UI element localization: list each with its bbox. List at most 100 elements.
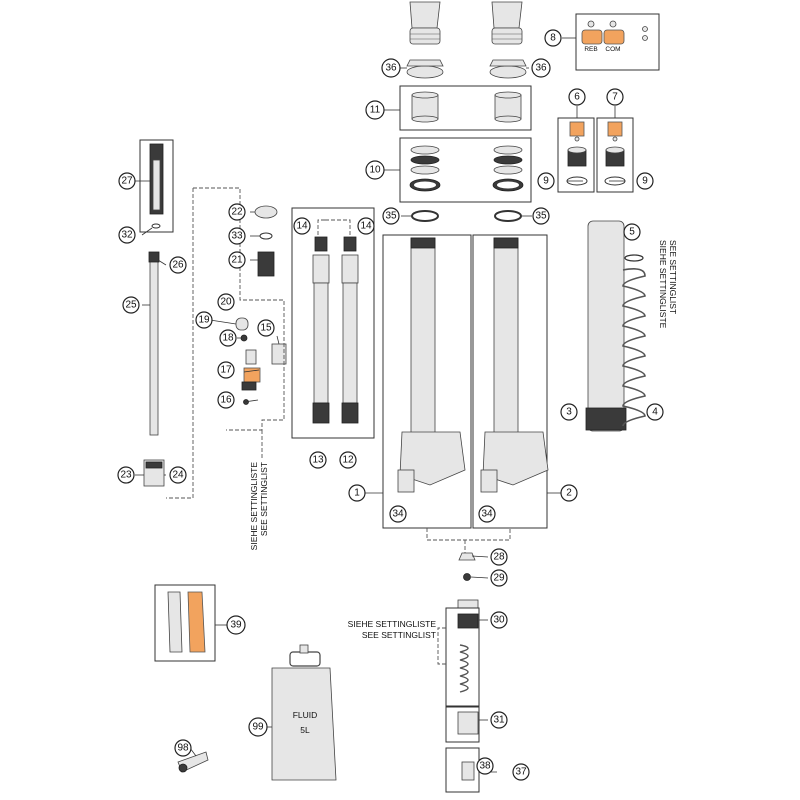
svg-text:9: 9 [642, 176, 648, 187]
svg-text:16: 16 [220, 395, 232, 406]
inner-cartridge-tube [585, 220, 627, 432]
damping-cartridge-left [312, 236, 330, 424]
spring [622, 268, 646, 427]
callout-39: 39 [226, 615, 246, 635]
bushing-left [411, 91, 439, 123]
group-line-setting-bottom [437, 627, 446, 665]
setting-note-right: SIEHE SETTINGLISTE SEE SETTINGLIST [658, 240, 678, 329]
svg-text:13: 13 [312, 455, 324, 466]
svg-text:25: 25 [125, 300, 137, 311]
callout-18: 18 [219, 329, 237, 347]
svg-text:35: 35 [535, 211, 547, 222]
svg-text:12: 12 [342, 455, 354, 466]
callout-26: 26 [169, 256, 187, 274]
callout-36-left: 36 [381, 58, 401, 78]
setting-note-bottom-de: SIEHE SETTINGLISTE [348, 619, 437, 629]
fluid-can [271, 644, 337, 781]
fork-cap-box-left [557, 117, 595, 193]
dust-seal-left [406, 59, 444, 79]
svg-text:17: 17 [220, 365, 232, 376]
callout-13: 13 [309, 451, 327, 469]
svg-text:36: 36 [535, 63, 547, 74]
fork-cap-right [605, 121, 625, 167]
svg-text:26: 26 [172, 260, 184, 271]
group-line-14 [317, 219, 351, 236]
group-line-left [166, 188, 194, 499]
svg-text:34: 34 [481, 509, 493, 520]
callout-15: 15 [257, 319, 275, 337]
spring-washer [624, 254, 644, 262]
callout-10: 10 [365, 160, 385, 180]
small-part-icon [642, 26, 648, 32]
callout-8: 8 [544, 29, 562, 47]
callout-5: 5 [623, 223, 641, 241]
svg-text:22: 22 [231, 207, 243, 218]
callout-2: 2 [560, 484, 578, 502]
callout-22: 22 [228, 203, 246, 221]
outer-tube-right [480, 237, 549, 493]
seal-set-left [409, 145, 441, 192]
tool-o-ring [151, 223, 161, 229]
callout-98: 98 [174, 739, 192, 757]
callout-14-right: 14 [357, 217, 375, 235]
decal-box [154, 584, 216, 662]
outer-tube-box-right [472, 234, 548, 529]
callout-27: 27 [118, 172, 136, 190]
setting-note-left: SIEHE SETTINGLISTE SEE SETTINGLIST [249, 462, 269, 551]
callout-38: 38 [476, 757, 494, 775]
svg-text:2: 2 [566, 488, 572, 499]
svg-text:37: 37 [515, 767, 527, 778]
svg-text:28: 28 [493, 552, 505, 563]
grease-tube [177, 751, 209, 773]
callout-21: 21 [228, 251, 246, 269]
svg-text:15: 15 [260, 323, 272, 334]
callout-16: 16 [217, 391, 235, 409]
svg-text:11: 11 [370, 105, 381, 116]
callout-14-left: 14 [293, 217, 311, 235]
setting-note-bottom-en: SEE SETTINGLIST [362, 630, 436, 640]
tool-box [139, 139, 174, 233]
svg-text:1: 1 [354, 488, 360, 499]
svg-text:6: 6 [574, 92, 580, 103]
callout-37: 37 [512, 763, 530, 781]
bottom-stack-box-upper [445, 607, 480, 708]
setting-note-left-en: SEE SETTINGLIST [259, 462, 269, 536]
seal-set-right [492, 145, 524, 192]
callout-33: 33 [228, 227, 246, 245]
volume-label: 5L [300, 725, 310, 735]
fork-decals [167, 591, 206, 653]
callout-19: 19 [195, 311, 213, 329]
group-line-valves [193, 187, 285, 431]
svg-text:20: 20 [220, 297, 232, 308]
svg-text:35: 35 [385, 211, 397, 222]
setting-note-right-en: SEE SETTINGLIST [668, 240, 678, 314]
svg-text:14: 14 [296, 221, 308, 232]
svg-text:29: 29 [493, 573, 505, 584]
dust-seal-right [489, 59, 527, 79]
leader-lines [135, 37, 625, 773]
svg-text:19: 19 [198, 315, 210, 326]
valve-parts-left [235, 205, 287, 405]
bottom-stack-box-middle [445, 705, 480, 743]
svg-text:33: 33 [231, 231, 243, 242]
damper-rod [143, 251, 165, 487]
callout-17: 17 [217, 361, 235, 379]
callout-23: 23 [117, 466, 135, 484]
callout-36-right: 36 [531, 58, 551, 78]
setting-note-left-de: SIEHE SETTINGLISTE [249, 462, 259, 551]
callout-4: 4 [646, 403, 664, 421]
svg-text:23: 23 [120, 470, 132, 481]
fork-cap-left [567, 121, 587, 167]
svg-text:14: 14 [360, 221, 372, 232]
svg-text:39: 39 [230, 620, 242, 631]
rebound-adjuster-knob [581, 20, 603, 45]
callout-31: 31 [490, 711, 508, 729]
callout-35-left: 35 [382, 207, 400, 225]
small-part-icon [642, 35, 648, 41]
svg-text:21: 21 [231, 255, 243, 266]
outer-tube-left [397, 237, 466, 493]
svg-text:10: 10 [369, 165, 381, 176]
svg-text:8: 8 [550, 33, 556, 44]
damping-cartridge-right [341, 236, 359, 424]
svg-text:30: 30 [493, 615, 505, 626]
